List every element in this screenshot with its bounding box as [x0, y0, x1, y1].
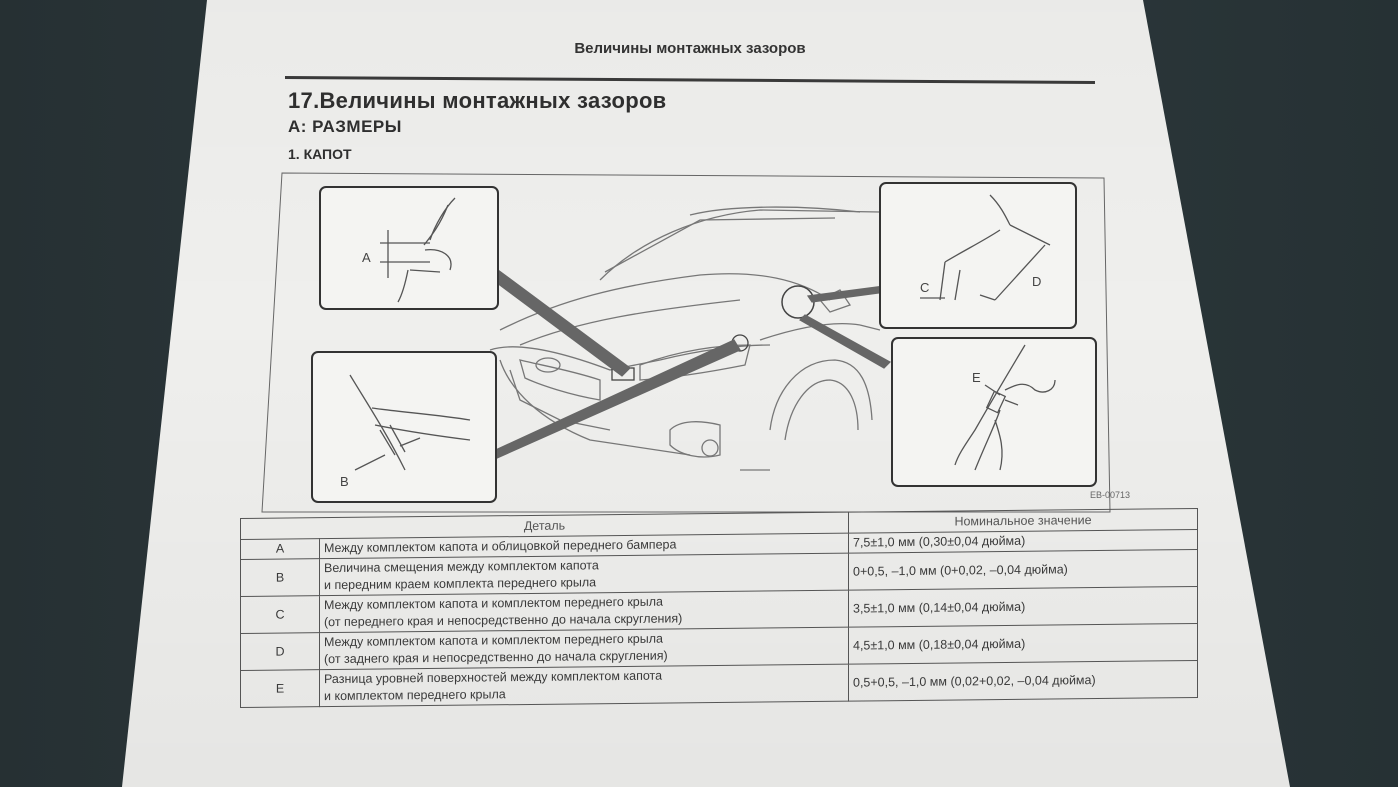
label-c: C — [920, 280, 929, 295]
car-outline — [489, 206, 881, 471]
label-a: A — [362, 250, 371, 265]
row-part-line: Между комплектом капота и облицовкой пер… — [324, 537, 677, 556]
label-e: E — [972, 370, 981, 385]
section-subtitle: А: РАЗМЕРЫ — [288, 117, 402, 136]
label-b: B — [340, 474, 349, 489]
row-code: D — [240, 632, 320, 671]
row-value: 3,5±1,0 мм (0,14±0,04 дюйма) — [848, 586, 1198, 628]
section-item: 1. КАПОТ — [288, 146, 352, 162]
figure-frame — [261, 172, 1111, 513]
leader-lines — [468, 269, 891, 472]
row-part: Между комплектом капота и комплектом пер… — [319, 627, 849, 670]
row-value: 4,5±1,0 мм (0,18±0,04 дюйма) — [848, 623, 1198, 665]
spec-table-wrap: Деталь Номинальное значение A Между комп… — [240, 508, 1198, 708]
section-title: 17.Величины монтажных зазоров — [288, 88, 667, 113]
row-part: Разница уровней поверхностей между компл… — [319, 664, 849, 707]
detail-box-b — [311, 351, 497, 503]
row-part: Величина смещения между комплектом капот… — [319, 553, 849, 596]
label-d: D — [1032, 274, 1041, 289]
row-code: E — [240, 669, 320, 708]
detail-box-cd — [879, 182, 1077, 329]
row-code: C — [240, 595, 320, 634]
row-value: 0+0,5, –1,0 мм (0+0,02, –0,04 дюйма) — [848, 549, 1198, 591]
row-value: 0,5+0,5, –1,0 мм (0,02+0,02, –0,04 дюйма… — [848, 660, 1198, 702]
row-code: A — [240, 538, 320, 560]
spec-table: Деталь Номинальное значение A Между комп… — [240, 508, 1198, 708]
detail-box-a — [319, 186, 499, 310]
row-code: B — [240, 558, 320, 597]
running-title: Величины монтажных зазоров — [574, 40, 806, 57]
figure-id: EB-00713 — [1090, 490, 1131, 500]
row-part: Между комплектом капота и комплектом пер… — [319, 590, 849, 633]
detail-box-e — [891, 337, 1097, 487]
